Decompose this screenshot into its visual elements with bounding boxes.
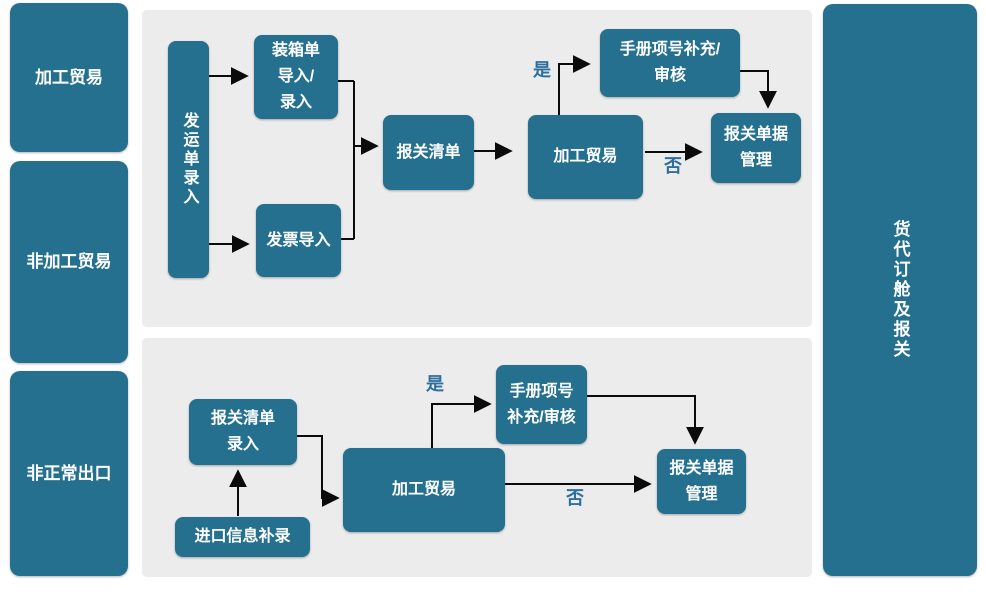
result-freight-booking-customs: 货代订舱及报关 xyxy=(823,4,977,576)
node-manual-item-supplement-bottom: 手册项号 补充/审核 xyxy=(496,365,587,444)
node-customs-docs-management-bottom: 报关单据 管理 xyxy=(657,449,746,514)
label-no-top: 否 xyxy=(664,156,682,176)
label-yes-top: 是 xyxy=(533,60,551,80)
label-yes-bottom: 是 xyxy=(426,374,444,394)
node-declaration-list: 报关清单 xyxy=(383,115,474,190)
label-no-bottom: 否 xyxy=(566,488,584,508)
node-shipping-order-entry: 发运单录入 xyxy=(168,41,209,278)
node-customs-docs-management-top: 报关单据 管理 xyxy=(711,113,801,183)
node-import-info-supplement: 进口信息补录 xyxy=(175,517,310,557)
category-non-processing-trade: 非加工贸易 xyxy=(10,161,128,363)
node-manual-item-supplement-top: 手册项号补充/ 审核 xyxy=(600,29,740,97)
node-processing-trade-top: 加工贸易 xyxy=(528,115,643,199)
node-processing-trade-bottom: 加工贸易 xyxy=(343,448,505,532)
node-packing-list-import: 装箱单 导入/ 录入 xyxy=(254,35,338,119)
category-processing-trade: 加工贸易 xyxy=(10,3,128,152)
node-invoice-import: 发票导入 xyxy=(256,204,341,277)
node-declaration-list-entry: 报关清单 录入 xyxy=(189,399,297,465)
category-abnormal-export: 非正常出口 xyxy=(10,371,128,576)
